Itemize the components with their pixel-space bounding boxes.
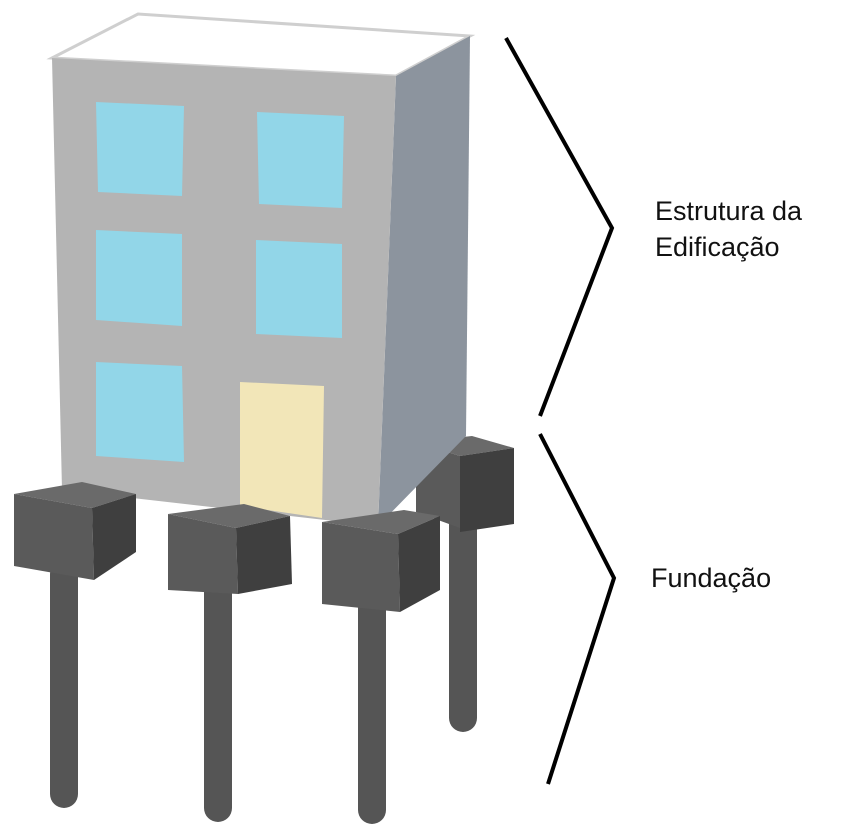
label-estrutura-line1: Estrutura da	[655, 196, 803, 226]
building-door	[240, 382, 324, 518]
pile-cap-side	[236, 516, 292, 594]
brace-estrutura	[504, 37, 615, 417]
brace-fundacao	[538, 433, 617, 785]
pile-cap-top	[322, 510, 440, 534]
pile-cap-front	[14, 494, 94, 580]
pile-front-left	[14, 482, 136, 808]
window	[96, 102, 184, 196]
label-estrutura-da-edificacao: Estrutura da Edificação	[655, 193, 802, 265]
pile-shaft	[204, 572, 232, 822]
pile-front-center	[168, 504, 292, 822]
pile-cap-top	[14, 482, 136, 508]
window	[96, 230, 182, 326]
label-fundacao: Fundação	[651, 563, 772, 593]
building	[46, 12, 476, 526]
pile-cap-front	[168, 514, 238, 594]
pile-cap-side	[398, 516, 440, 612]
pile-cap-side	[92, 494, 136, 580]
pile-shaft	[50, 560, 78, 808]
pile-front-right	[322, 510, 440, 824]
window	[257, 112, 344, 208]
window	[256, 240, 342, 338]
pile-shaft	[449, 470, 477, 732]
pile-cap-side	[460, 448, 514, 532]
pile-shaft	[358, 588, 386, 824]
pile-cap-top	[168, 504, 290, 528]
window	[96, 362, 184, 462]
pile-cap-front	[322, 522, 400, 612]
building-side-wall	[378, 36, 470, 526]
label-estrutura-line2: Edificação	[655, 232, 780, 262]
